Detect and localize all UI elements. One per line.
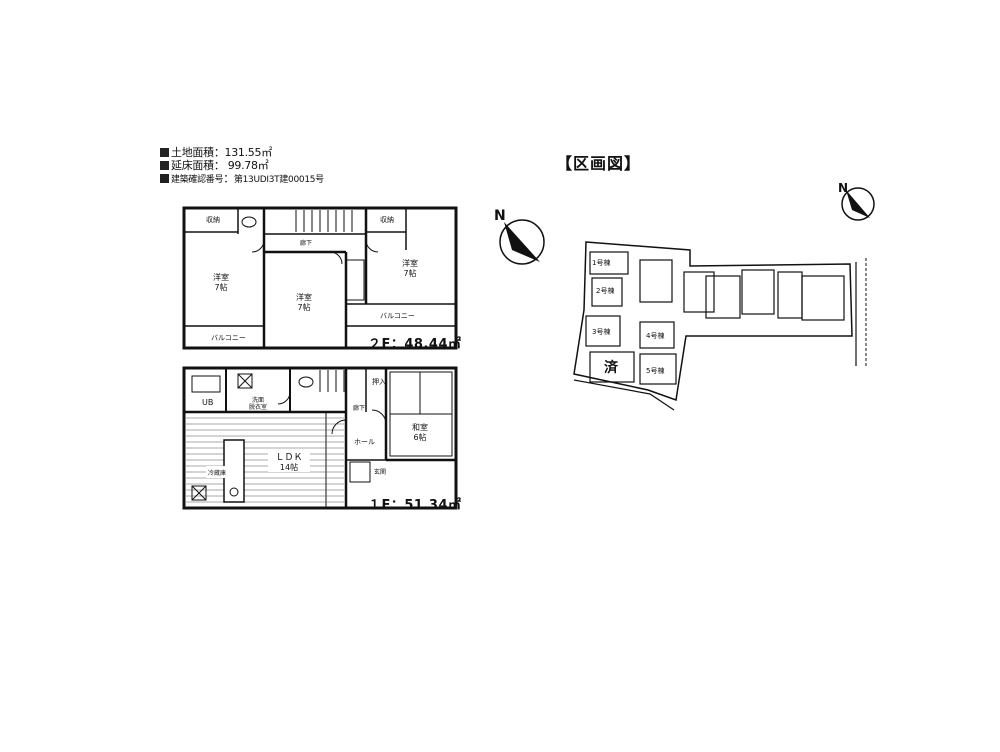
kitchen-counter <box>223 439 245 503</box>
sold-mark: 済 <box>604 359 619 376</box>
ldk-size: 14帖 <box>280 462 298 472</box>
washroom-label-2: 脱衣室 <box>249 403 267 411</box>
bullet-square-icon <box>160 148 169 157</box>
lot-2-label: 2号棟 <box>596 286 614 295</box>
ldk-label: ＬＤＫ <box>275 453 302 463</box>
storage-left-label: 収納 <box>206 215 220 224</box>
closet-1f-label: 押入 <box>372 377 386 386</box>
room-left-label: 洋室 <box>213 272 229 282</box>
bullet-square-icon <box>160 161 169 170</box>
room-right-size: 7帖 <box>403 268 416 278</box>
compass-n-label: N <box>494 208 506 224</box>
floor2-plan <box>182 206 458 350</box>
entrance-label: 玄関 <box>374 468 386 476</box>
floor-area-row: 延床面積： 99.78㎡ <box>160 159 324 172</box>
compass-north-icon-site: N <box>838 181 875 221</box>
ldk-label-bg <box>268 450 310 472</box>
lot-4-label: 4号棟 <box>646 331 664 340</box>
storage-right-label: 収納 <box>380 215 394 224</box>
floor-area-label: 延床面積 <box>171 159 214 172</box>
floor2-area-label: ２F：48.44㎡ <box>368 337 462 352</box>
land-area-label: 土地面積 <box>171 146 214 159</box>
land-area-value: 131.55㎡ <box>224 146 273 159</box>
room-right-label: 洋室 <box>402 258 418 268</box>
lot-5-label: 5号棟 <box>646 366 664 375</box>
washroom-label: 洗面 <box>252 396 264 404</box>
compass-n-label-site: N <box>838 181 848 195</box>
hall-1f-label: ホール <box>354 438 375 446</box>
fridge-label: 冷蔵庫 <box>208 469 226 477</box>
floor1-area-label: １F：51.34㎡ <box>368 498 462 513</box>
permit-label: 建築確認番号 <box>171 175 224 185</box>
floor-area-value: 99.78㎡ <box>224 159 269 172</box>
room-left-size: 7帖 <box>214 282 227 292</box>
japanese-room-label: 和室 <box>412 422 428 432</box>
permit-value: 第13UDI3T建00015号 <box>233 175 324 185</box>
hall-1f-small-label: 廊下 <box>353 404 365 412</box>
compass-north-icon: N <box>494 208 545 265</box>
property-info: 土地面積：131.55㎡ 延床面積： 99.78㎡ 建築確認番号：第13UDI3… <box>160 146 324 187</box>
japanese-room-size: 6帖 <box>413 432 426 442</box>
lot-1-label: 1号棟 <box>592 258 610 267</box>
balcony-right-label: バルコニー <box>380 312 415 320</box>
bullet-square-icon <box>160 174 169 183</box>
room-center-size: 7帖 <box>297 302 310 312</box>
land-area-row: 土地面積：131.55㎡ <box>160 146 324 159</box>
fridge-label-bg <box>206 466 226 478</box>
balcony-left-label: バルコニー <box>211 334 246 342</box>
site-plan-drawing <box>573 241 867 411</box>
lot-3-label: 3号棟 <box>592 327 610 336</box>
permit-row: 建築確認番号：第13UDI3T建00015号 <box>160 172 324 187</box>
ub-label: UB <box>202 398 213 407</box>
room-center-label: 洋室 <box>296 292 312 302</box>
site-plan-title: 【区画図】 <box>556 154 642 173</box>
hall-2f-label: 廊下 <box>300 239 312 247</box>
floor1-plan <box>182 366 458 510</box>
